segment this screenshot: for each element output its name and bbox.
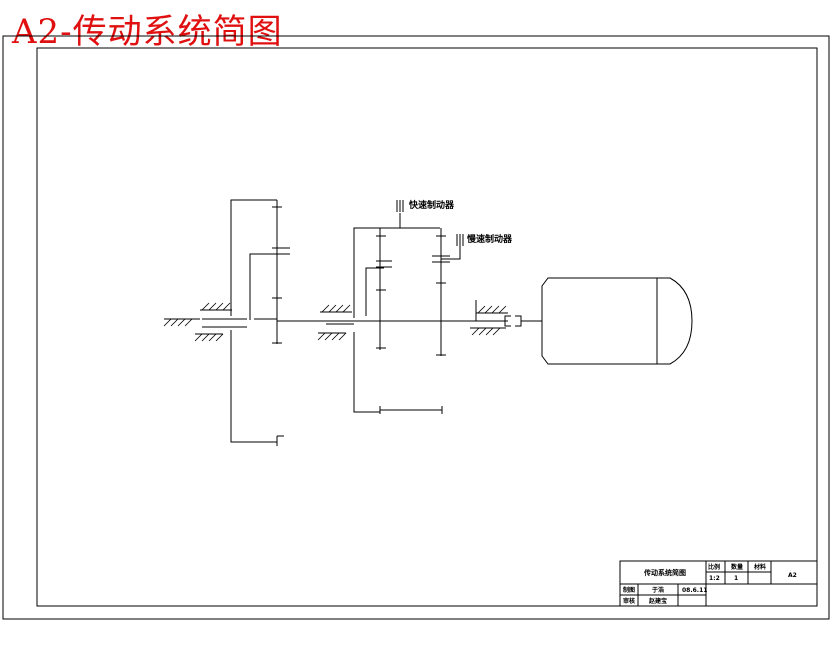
left-gear-assembly [163,199,290,446]
tb-date: 08.6.11 [682,587,707,594]
tb-drafter-label: 制图 [623,586,635,594]
tb-scale-label: 比例 [708,563,720,571]
tb-quantity-value: 1 [734,575,738,582]
tb-drawing-no: A2 [788,572,797,579]
tb-reviewer-label: 审核 [623,597,635,605]
brake-lower-symbol [456,234,464,246]
tb-reviewer-name: 赵建宝 [648,597,667,605]
tb-material-label: 材料 [753,563,766,571]
tb-quantity-label: 数量 [731,563,743,571]
middle-gear-assembly [317,213,461,414]
brake-upper-symbol [396,200,404,212]
tb-scale-value: 1:2 [709,575,720,582]
brake-upper-label: 快速制动器 [409,199,455,211]
sheet-title: A2-传动系统简图 [12,12,283,52]
tb-drafter-name: 于浩 [652,586,664,594]
right-bearing-coupling [470,300,542,336]
motor [541,277,693,365]
title-block [619,560,818,607]
outer-border [2,35,830,620]
inner-border [36,47,818,607]
tb-drawing-name: 传动系统简图 [643,568,686,577]
brake-lower-label: 慢速制动器 [467,233,513,245]
